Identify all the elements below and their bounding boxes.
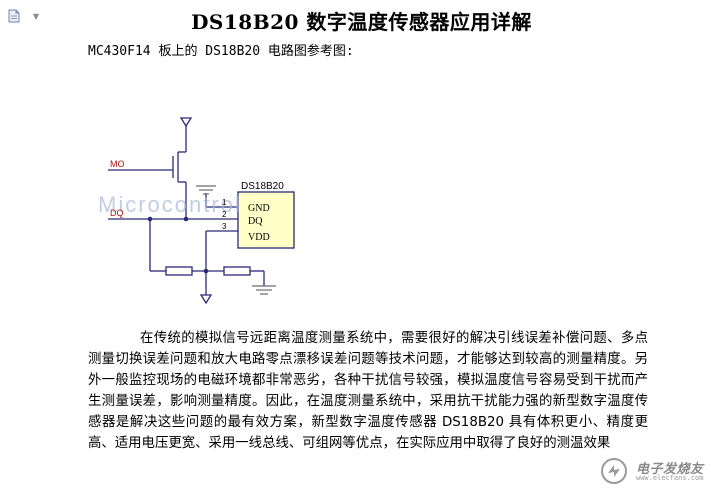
pin-name: GND — [248, 203, 270, 214]
ground-icon — [252, 285, 276, 295]
body-paragraph: 在传统的模拟信号远距离温度测量系统中，需要很好的解决引线误差补偿问题、多点测量切… — [88, 331, 648, 451]
watermark-name: 电子发烧友 — [636, 462, 704, 477]
ground-icon — [196, 185, 216, 195]
circuit-watermark: Microcontrol — [98, 192, 242, 217]
dq-signal-label: DQ — [110, 208, 124, 218]
site-watermark: 电子发烧友 www.elecfans.com — [598, 456, 716, 486]
power-arrow-icon — [179, 117, 193, 128]
elecfans-logo-icon — [601, 458, 627, 484]
resistor — [223, 266, 251, 276]
document-icon[interactable] — [8, 9, 20, 23]
pin-name: DQ — [248, 216, 263, 227]
pin-number: 2 — [222, 210, 227, 219]
circuit-diagram: Microcontrol MO DQ DS18B20 1 2 3 GND DQ … — [98, 117, 295, 305]
circuit-caption: MC430F14 板上的 DS18B20 电路图参考图: — [88, 44, 354, 59]
chevron-down-icon[interactable]: ▼ — [33, 12, 40, 21]
page-title: DS18B20 数字温度传感器应用详解 — [191, 10, 532, 34]
ds18b20-chip — [237, 191, 295, 249]
mo-signal-label: MO — [110, 159, 125, 169]
pin-number: 1 — [222, 198, 227, 207]
chip-name: DS18B20 — [241, 181, 284, 192]
ground-arrow-icon — [199, 294, 213, 305]
pin-name: VDD — [248, 232, 270, 243]
watermark-url: www.elecfans.com — [636, 474, 704, 482]
resistor — [165, 266, 193, 276]
pin-number: 3 — [222, 222, 227, 231]
